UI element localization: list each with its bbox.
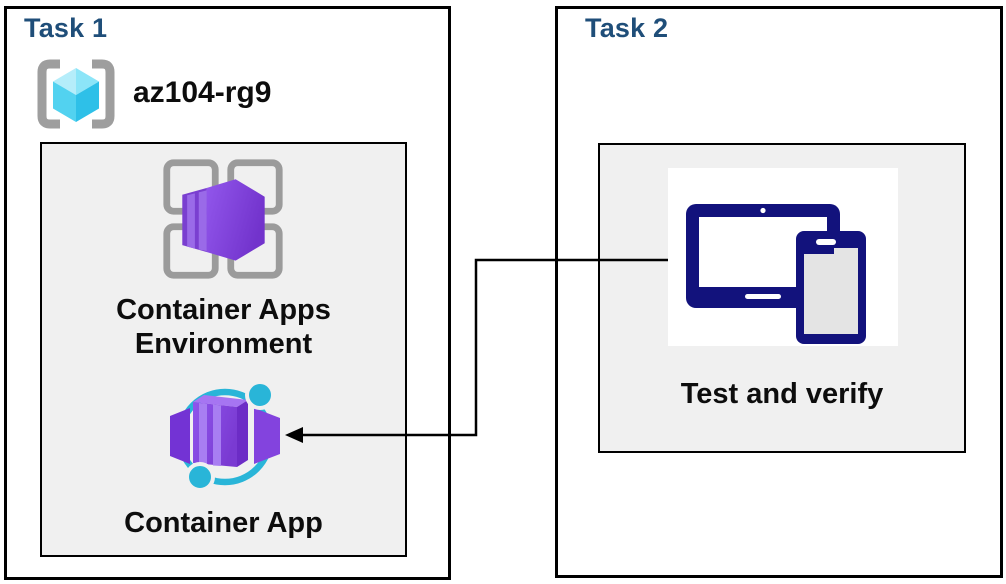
- tablet-and-phone-icon: [686, 204, 866, 344]
- container-app-label: Container App: [124, 507, 323, 539]
- resource-group-icon: [37, 59, 115, 129]
- verify-label: Test and verify: [680, 378, 884, 410]
- task1-title: Task 1: [24, 13, 108, 43]
- environment-label-line2: Environment: [134, 328, 313, 360]
- environment-label-line1: Container Apps: [116, 294, 331, 326]
- task2-title: Task 2: [585, 13, 669, 43]
- resource-group-name: az104-rg9: [133, 76, 272, 109]
- environment-label: Container Apps Environment: [40, 293, 407, 361]
- container-app-icon: [170, 380, 280, 492]
- container-apps-environment-icon: [163, 159, 283, 279]
